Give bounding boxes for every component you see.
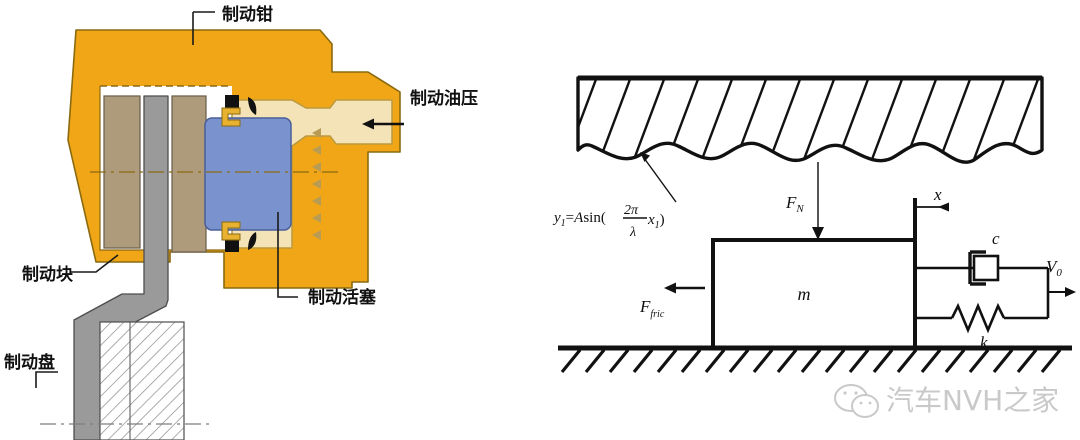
equation-variable-sub: 1 <box>655 220 660 231</box>
wechat-account-watermark: 汽车NVH之家 <box>834 384 1059 418</box>
brake-disc-rotor <box>73 95 169 440</box>
mass-block: m <box>711 238 917 350</box>
ground-hatching <box>560 348 1062 374</box>
friction-force-arrow <box>664 282 705 294</box>
brake-piston <box>204 117 292 231</box>
surface-profile-equation: y1=Asin( 2π λ x1) <box>552 203 665 240</box>
label-friction-force: Ffric <box>639 297 665 320</box>
rough-surface-body <box>576 75 1044 164</box>
normal-force-arrow <box>812 162 824 240</box>
equation-close-paren: ) <box>660 212 665 228</box>
piston-seals <box>221 95 257 252</box>
equation-denominator: λ <box>629 225 636 240</box>
equation-lhs: y <box>552 210 561 226</box>
label-mass: m <box>798 284 811 304</box>
label-piston: 制动活塞 <box>308 287 377 308</box>
spring-element <box>915 302 1048 334</box>
oil-pressure-arrow <box>362 118 404 130</box>
wechat-icon <box>834 384 879 418</box>
label-oil-pressure: 制动油压 <box>410 88 478 109</box>
leader-lines <box>35 11 298 388</box>
displacement-reference-bar <box>913 198 949 348</box>
equation-amplitude: A <box>573 210 584 226</box>
damper-element <box>915 250 1048 286</box>
drive-tie-bar <box>1046 268 1076 318</box>
label-disc: 制动盘 <box>4 352 55 373</box>
fluid-flow-markers <box>312 128 321 240</box>
hub-hatched-section <box>99 321 185 440</box>
brake-pad-inner <box>171 95 207 253</box>
label-damping: c <box>992 229 1000 248</box>
equation-pointer-arrow <box>640 152 677 203</box>
equation-sin: sin( <box>583 210 606 226</box>
svg-text:x1): x1) <box>647 212 665 231</box>
brake-caliper-cross-section-panel: 制动钳 制动油压 制动活塞 制动块 制动盘 <box>4 4 478 440</box>
equation-equals: = <box>566 210 574 226</box>
equation-lhs-sub: 1 <box>561 218 566 229</box>
watermark-label: 汽车NVH之家 <box>886 384 1059 417</box>
svg-text:y1=Asin(: y1=Asin( <box>552 210 606 229</box>
equation-variable: x <box>647 212 655 228</box>
label-pad: 制动块 <box>22 264 74 285</box>
label-displacement: x <box>933 185 942 204</box>
label-stiffness: k <box>980 333 988 352</box>
friction-vibration-model-panel: y1=Asin( 2π λ x1) FN m <box>540 0 1080 440</box>
label-normal-force: FN <box>785 193 804 215</box>
label-velocity: V0 <box>1046 257 1062 279</box>
ground-support <box>558 345 1072 374</box>
equation-numerator: 2π <box>624 203 639 218</box>
label-caliper: 制动钳 <box>222 4 273 25</box>
